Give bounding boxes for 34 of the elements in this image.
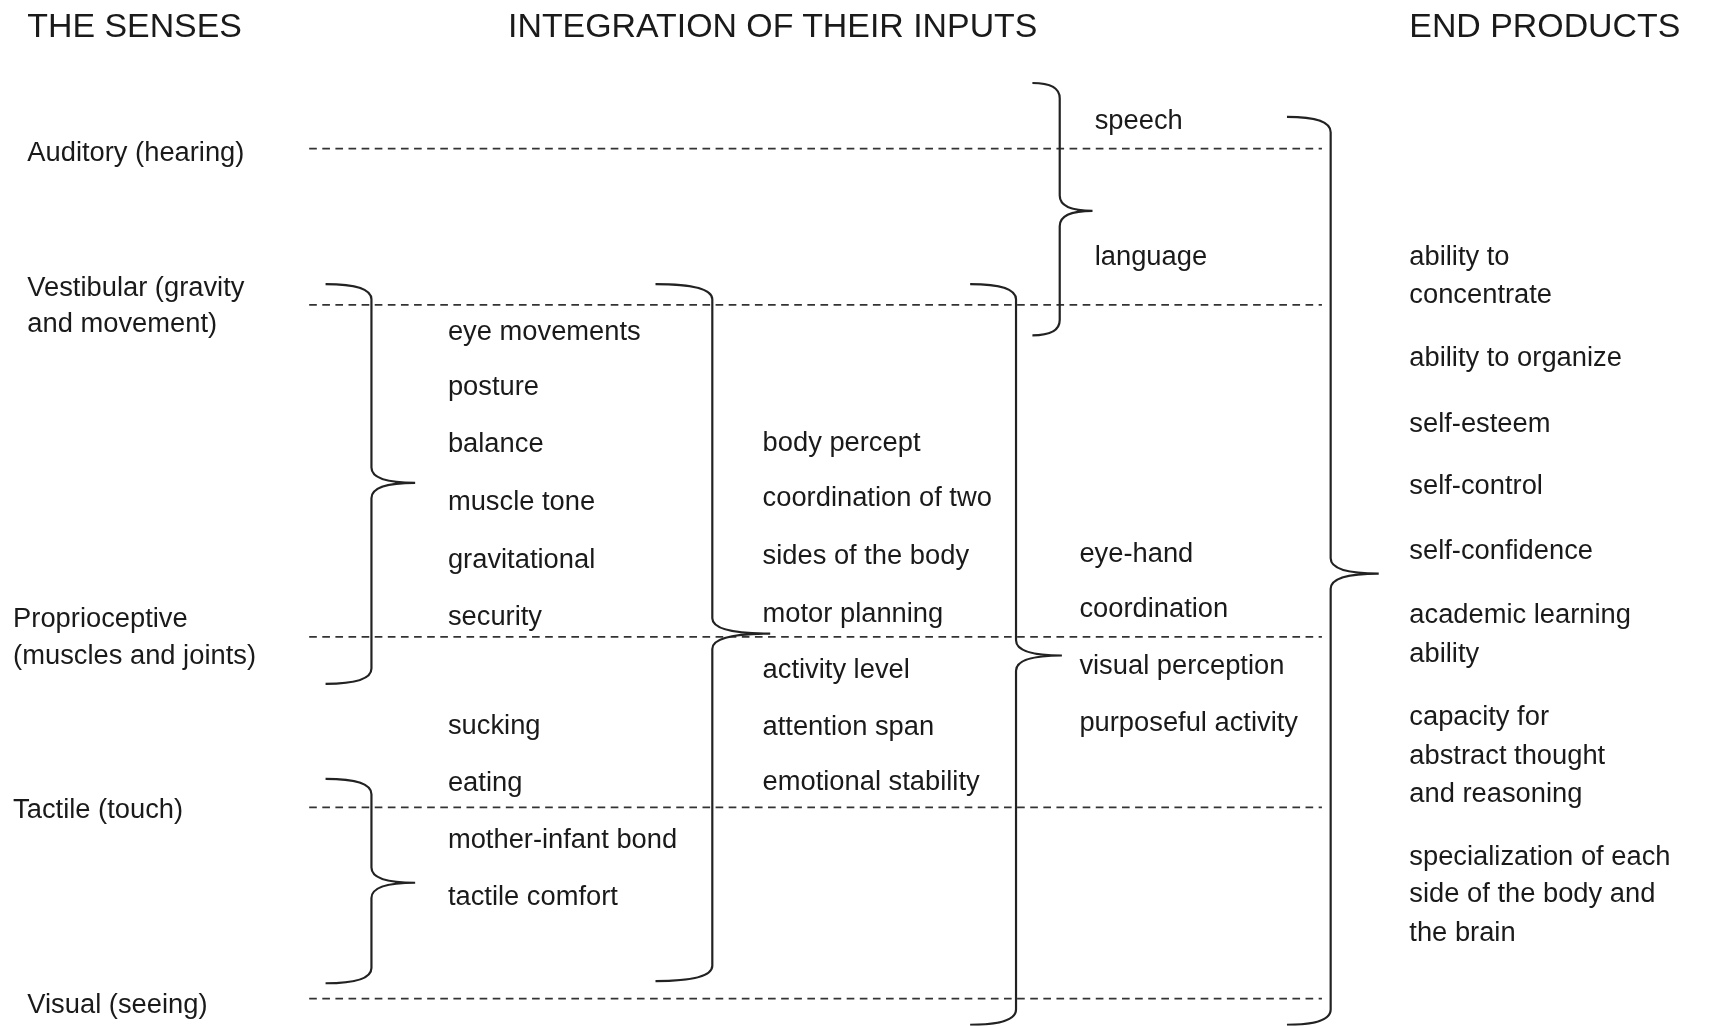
list-item: capacity for abstract thought and reasoning	[1409, 698, 1607, 810]
list-item: self-control	[1409, 467, 1543, 502]
sense-label: Auditory (hearing)	[27, 134, 245, 169]
list-item: specialization of each side of the body and the brain	[1409, 838, 1672, 948]
list-item: motor planning	[762, 595, 944, 630]
list-item: sucking	[447, 708, 541, 742]
list-item: tactile comfort	[447, 878, 618, 913]
sense-label: Visual (seeing)	[27, 986, 208, 1021]
list-item: attention span	[762, 709, 935, 743]
list-item: eating	[447, 764, 523, 799]
sense-label: Proprioceptive (muscles and joints)	[13, 600, 257, 672]
list-item: muscle tone	[447, 484, 596, 518]
column-heading: THE SENSES	[27, 6, 242, 46]
column-heading: END PRODUCTS	[1409, 6, 1681, 46]
list-item: gravitational security	[447, 541, 597, 633]
list-item: activity level	[762, 652, 910, 686]
list-item: ability to concentrate	[1409, 239, 1554, 311]
list-item: mother-infant bond	[447, 821, 678, 856]
list-item: posture	[447, 369, 540, 403]
list-item: language	[1094, 239, 1208, 273]
list-item: academic learning ability	[1409, 596, 1632, 670]
list-item: self-confidence	[1409, 533, 1594, 567]
column-heading: INTEGRATION OF THEIR INPUTS	[508, 6, 1038, 46]
sense-label: Vestibular (gravity and movement)	[27, 269, 246, 340]
list-item: eye movements	[447, 313, 641, 348]
list-item: visual perception	[1079, 647, 1285, 682]
list-item: ability to organize	[1409, 339, 1622, 374]
list-item: body percept	[762, 425, 921, 459]
list-item: self-esteem	[1409, 405, 1551, 439]
sense-label: Tactile (touch)	[13, 792, 184, 826]
list-item: balance	[447, 426, 544, 460]
list-item: purposeful activity	[1079, 704, 1298, 739]
list-item: emotional stability	[762, 763, 980, 798]
list-item: speech	[1094, 102, 1183, 137]
